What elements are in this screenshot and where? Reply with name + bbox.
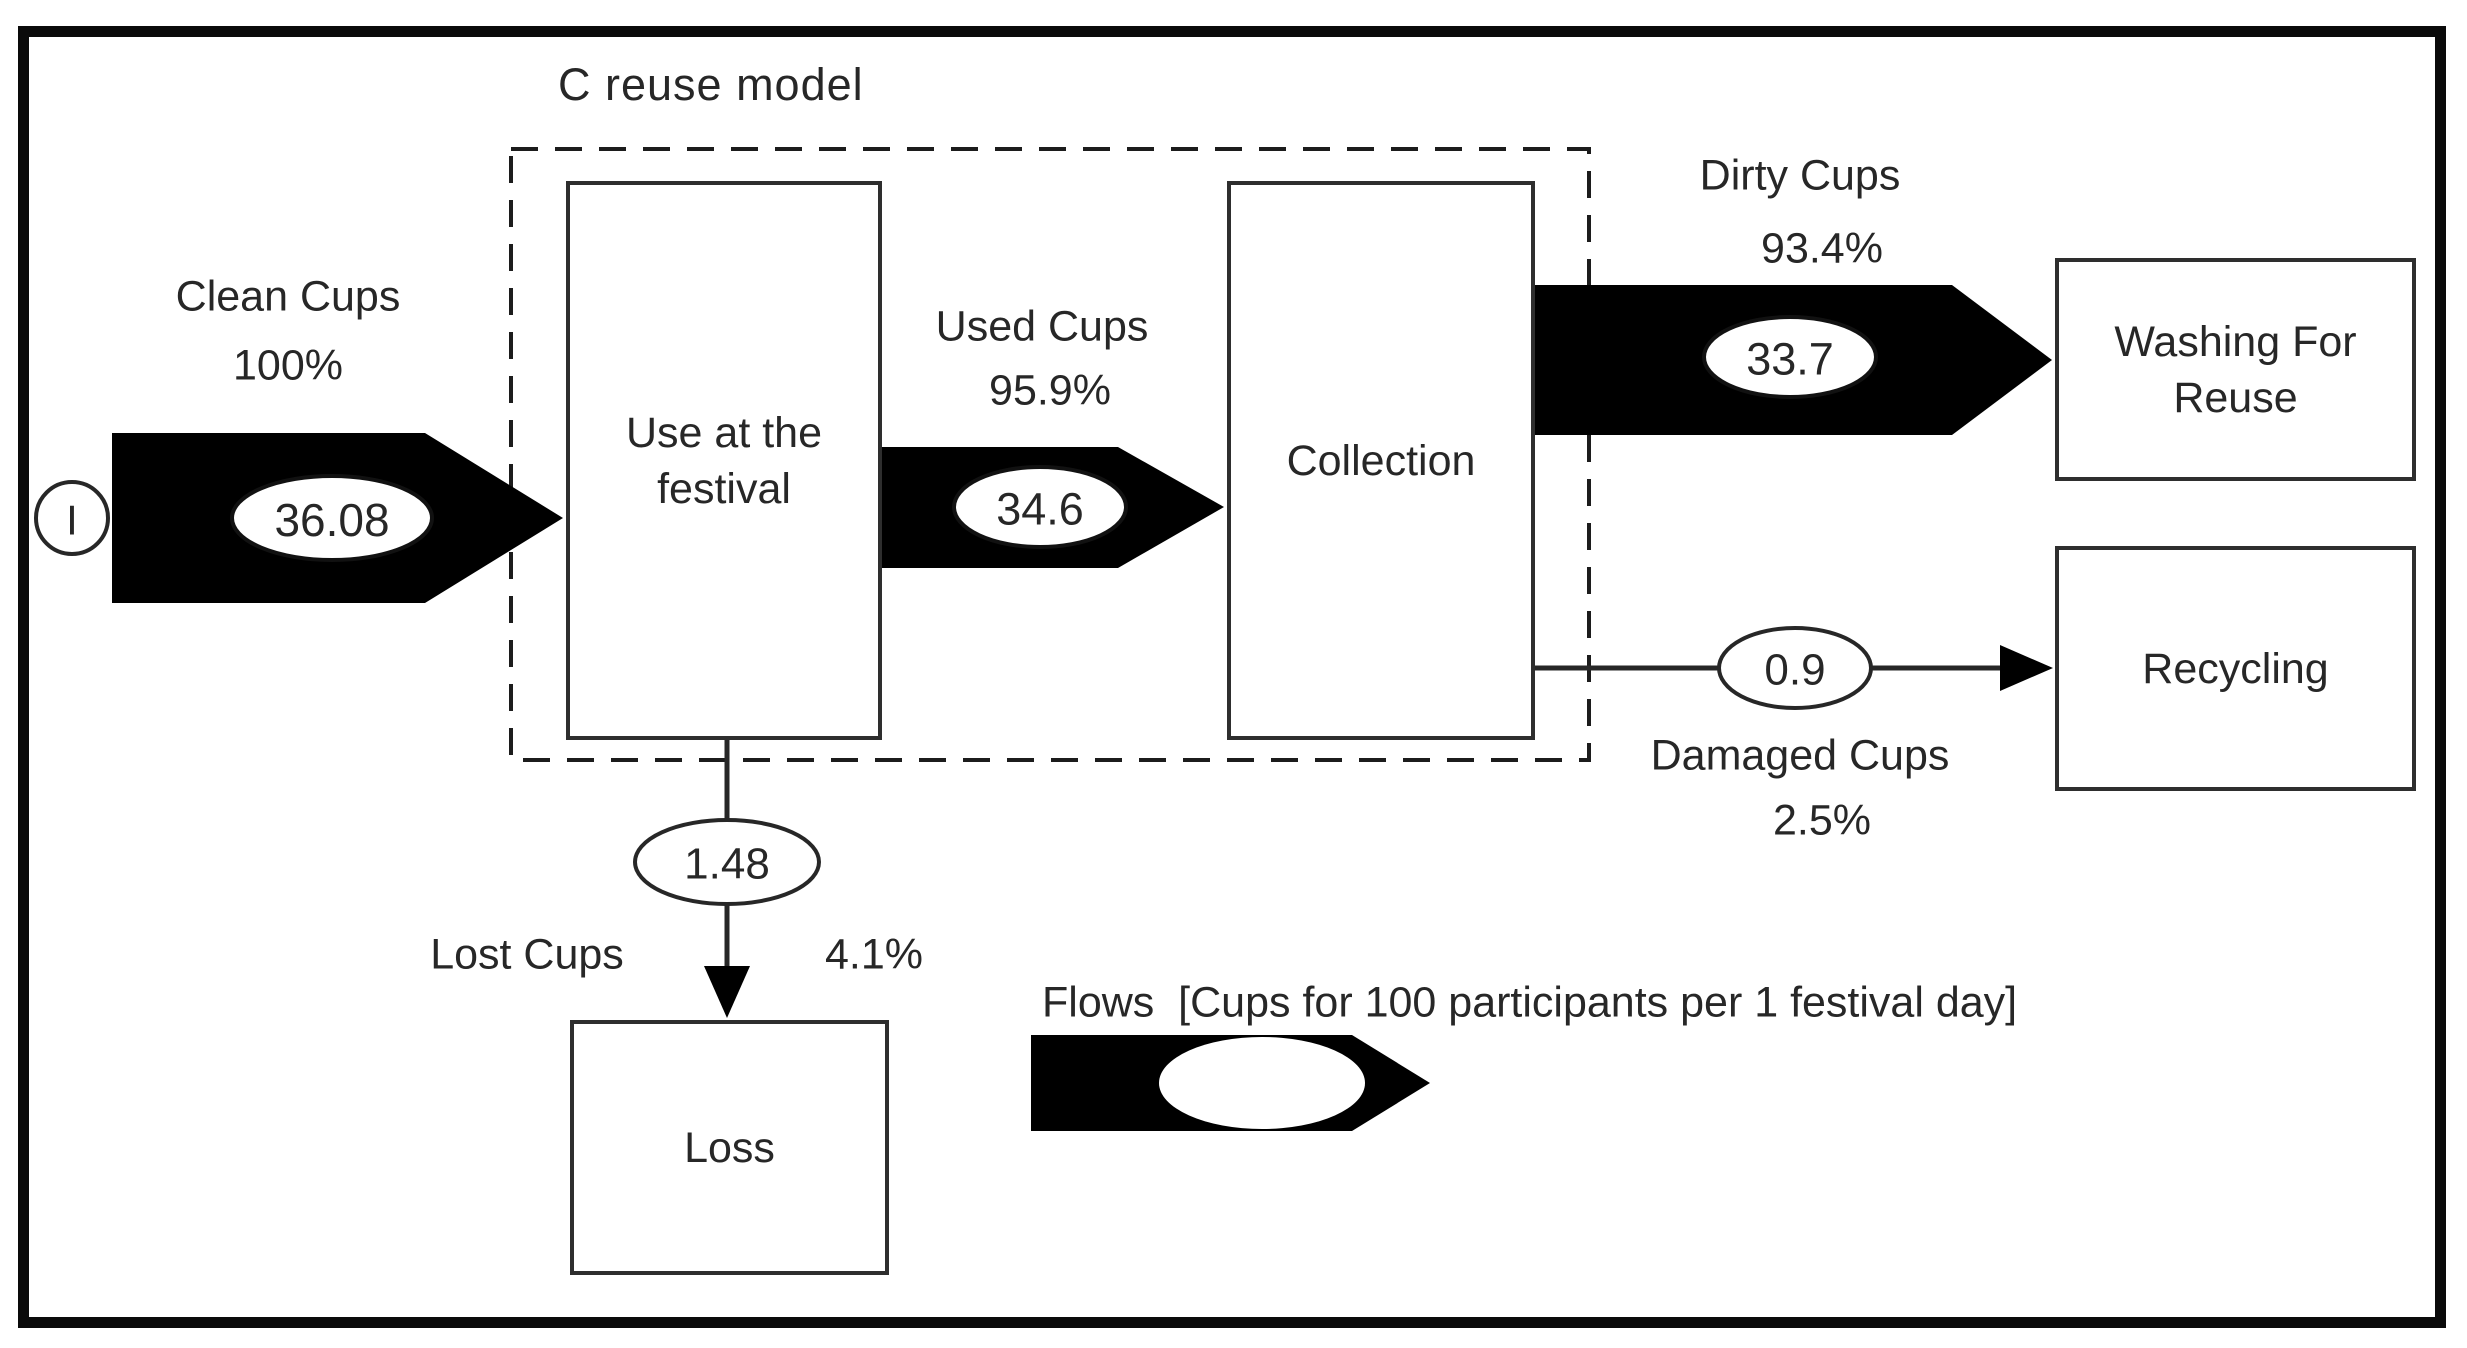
flow-clean-cups-name: Clean Cups (175, 272, 401, 321)
input-source-label: I (66, 497, 78, 544)
flow-used-cups-value: 34.6 (996, 484, 1084, 535)
legend-label: Flows [Cups for 100 participants per 1 f… (1042, 978, 2018, 1027)
flow-damaged-cups-arrowhead (2000, 645, 2053, 691)
node-washing-for-reuse: Washing For Reuse (2055, 258, 2416, 481)
node-collection: Collection (1227, 181, 1535, 740)
flow-dirty-cups-value-badge (1702, 315, 1878, 399)
reuse-model-boundary (509, 147, 1591, 762)
flow-damaged-cups-name: Damaged Cups (1650, 731, 1950, 780)
flow-damaged-cups-value-badge (1717, 626, 1873, 710)
flow-used-cups-name: Used Cups (935, 302, 1149, 351)
flow-lost-cups-arrowhead (704, 966, 750, 1018)
node-loss: Loss (570, 1020, 889, 1275)
flow-dirty-cups-value: 33.7 (1746, 334, 1834, 385)
outer-frame (18, 26, 2446, 1328)
flow-lost-cups-value: 1.48 (684, 840, 770, 889)
input-source-node (34, 480, 110, 556)
node-recycling-label: Recycling (2142, 644, 2329, 693)
flow-lost-cups-value-badge (633, 818, 821, 906)
flow-damaged-cups-percent: 2.5% (1772, 796, 1872, 845)
flow-damaged-cups-value: 0.9 (1764, 646, 1825, 695)
flow-dirty-cups-name: Dirty Cups (1699, 151, 1901, 200)
flow-clean-cups-value: 36.08 (274, 494, 389, 546)
flow-dirty-cups-percent: 93.4% (1761, 224, 1883, 273)
node-use-at-festival-label: Use at the festival (626, 408, 822, 513)
flow-used-cups-percent: 95.9% (989, 366, 1111, 415)
node-recycling: Recycling (2055, 546, 2416, 791)
node-collection-label: Collection (1286, 436, 1476, 485)
flow-lost-cups-percent: 4.1% (824, 930, 924, 979)
diagram-title: C reuse model (558, 59, 864, 110)
node-loss-label: Loss (684, 1123, 775, 1172)
flow-used-cups-value-badge (952, 465, 1128, 549)
node-use-at-festival: Use at the festival (566, 181, 882, 740)
flow-clean-cups-value-badge (230, 474, 434, 562)
flow-clean-cups-percent: 100% (233, 341, 343, 390)
legend-flow-icon-ellipse (1159, 1037, 1365, 1129)
flow-lost-cups-name: Lost Cups (430, 930, 624, 979)
node-washing-for-reuse-label: Washing For Reuse (2114, 317, 2357, 422)
